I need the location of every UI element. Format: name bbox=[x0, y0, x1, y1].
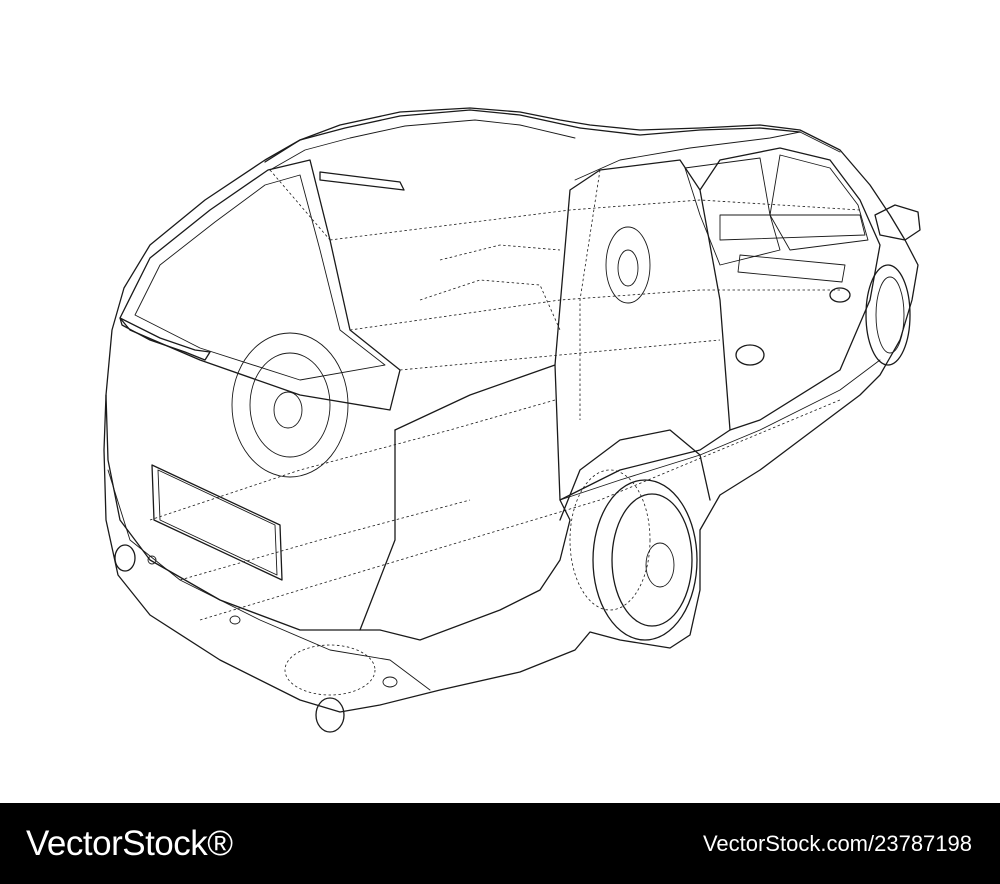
steering-hub bbox=[617, 249, 639, 287]
sensor-dot bbox=[229, 615, 241, 625]
rear-wheel-rim bbox=[611, 493, 693, 627]
rear-door bbox=[554, 159, 731, 501]
side-mirror bbox=[874, 204, 921, 241]
roof-rail-left-inner bbox=[269, 119, 576, 171]
spare-tire bbox=[231, 332, 349, 478]
front-door bbox=[699, 147, 881, 431]
roof-rail-left bbox=[264, 109, 581, 163]
interior-line-3 bbox=[399, 339, 721, 371]
watermark-footer: VectorStock® VectorStock.com/23787198 bbox=[0, 803, 1000, 884]
dashboard bbox=[719, 214, 866, 241]
front-wheel-tire bbox=[865, 264, 911, 366]
interior-line-1 bbox=[329, 199, 861, 241]
sensor-dot-2 bbox=[382, 676, 398, 688]
side-skirt bbox=[559, 359, 881, 501]
exhaust-pipe-left bbox=[114, 544, 136, 572]
rear-brake-light bbox=[319, 171, 405, 191]
rear-window bbox=[119, 159, 401, 411]
roof-line bbox=[574, 131, 841, 181]
door-handle-rear bbox=[829, 287, 851, 303]
chassis-line bbox=[199, 399, 841, 621]
license-plate-inner bbox=[157, 469, 278, 576]
hidden-exhaust-path bbox=[284, 644, 376, 696]
watermark-stock-id: VectorStock.com/23787198 bbox=[702, 830, 972, 856]
car-body-outline bbox=[103, 107, 919, 713]
watermark-brand: VectorStock® bbox=[26, 823, 233, 863]
steering-wheel bbox=[605, 226, 651, 304]
side-window-mid bbox=[684, 157, 781, 266]
interior-line-2 bbox=[349, 289, 840, 331]
interior-line-5 bbox=[179, 499, 471, 581]
dash-vent bbox=[737, 254, 846, 283]
rear-wiper bbox=[119, 317, 211, 361]
spare-tire-rim bbox=[249, 352, 331, 458]
rear-wheel-hub bbox=[645, 542, 675, 588]
car-wireframe-svg bbox=[103, 107, 921, 733]
rear-quarter-panel bbox=[359, 364, 571, 641]
rear-wheel-tire bbox=[592, 479, 698, 641]
rear-bumper bbox=[105, 394, 396, 631]
exhaust-pipe-right bbox=[315, 697, 345, 733]
interior-line-6 bbox=[269, 169, 601, 420]
spare-tire-hub bbox=[273, 391, 303, 429]
rear-window-inner bbox=[134, 174, 386, 381]
car-wireframe-drawing bbox=[103, 107, 921, 733]
front-wheel-rim bbox=[875, 276, 905, 354]
license-plate bbox=[151, 464, 283, 581]
interior-seat-line bbox=[419, 244, 561, 331]
interior-line-4 bbox=[149, 399, 556, 521]
rear-wheel-arch bbox=[559, 429, 711, 521]
door-handle-front bbox=[735, 344, 765, 366]
sensor-dot-3 bbox=[147, 555, 157, 565]
hidden-wheel-arch bbox=[569, 469, 651, 611]
roof-rail-right bbox=[579, 127, 801, 136]
bumper-lower bbox=[107, 469, 431, 691]
